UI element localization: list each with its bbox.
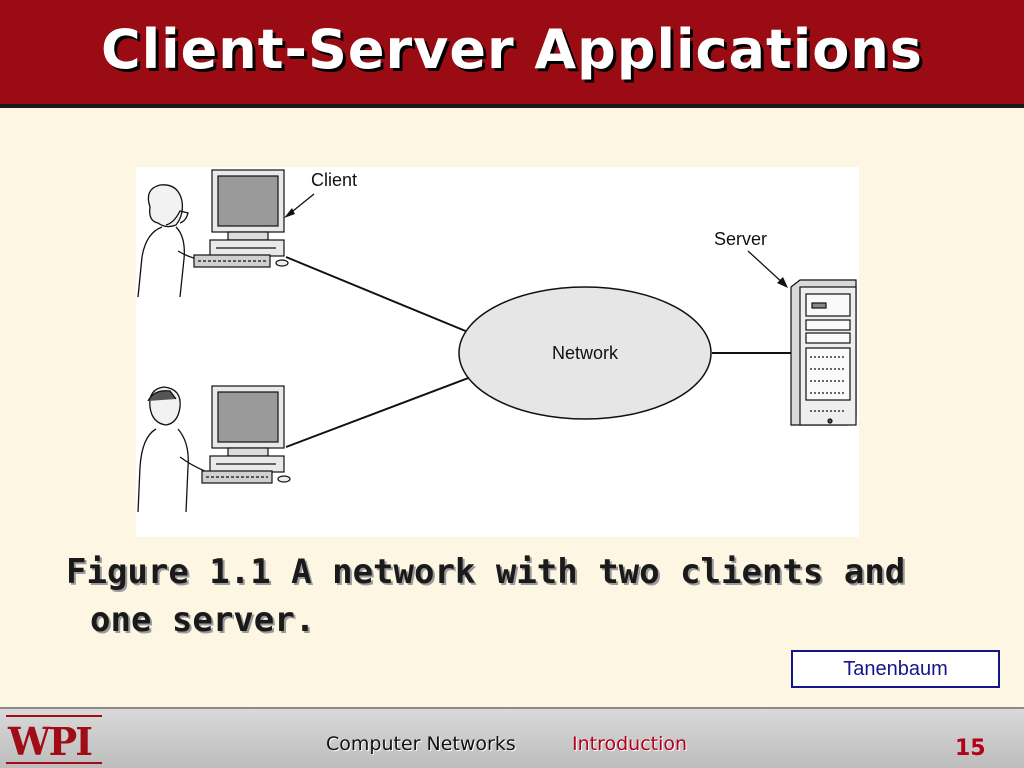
slide-footer: WPI Computer Networks Introduction 15 [0, 707, 1024, 768]
client-pointer-arrow [284, 193, 315, 218]
page-number: 15 [955, 736, 986, 761]
user-man-icon [137, 386, 231, 513]
server-label: Server [714, 229, 767, 249]
caption-line-1: Figure 1.1 A network with two clients an… [66, 552, 906, 592]
client-2-node [137, 385, 291, 513]
caption-line-2: one server. [90, 600, 316, 640]
logo-top-rule [6, 715, 102, 717]
logo-bottom-rule [6, 762, 102, 764]
topic-name: Introduction [572, 733, 688, 755]
title-bar: Client-Server Applications [0, 0, 1024, 108]
server-node [790, 279, 857, 426]
network-label: Network [552, 343, 619, 363]
user-woman-icon [137, 184, 229, 298]
slide-title: Client-Server Applications [101, 18, 923, 81]
computer-icon [201, 385, 291, 484]
computer-icon [193, 169, 289, 268]
server-tower-icon [790, 279, 857, 426]
edge-client2-network [285, 376, 472, 448]
figure-caption: Figure 1.1 A network with two clients an… [66, 548, 946, 644]
server-pointer-arrow [747, 250, 788, 288]
source-credit: Tanenbaum [791, 650, 1000, 688]
course-name: Computer Networks [326, 733, 516, 755]
edge-client1-network [285, 256, 469, 333]
client-label: Client [311, 170, 357, 190]
client-1-node [137, 169, 289, 298]
network-diagram: Network Client [136, 167, 859, 537]
network-node: Network [458, 286, 712, 420]
wpi-logo: WPI [8, 719, 93, 764]
